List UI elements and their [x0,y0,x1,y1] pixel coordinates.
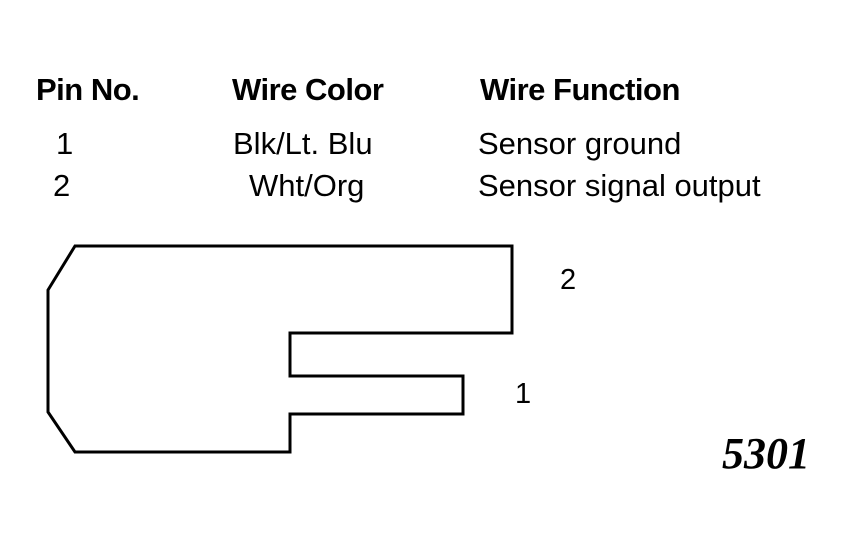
row2-pin: 2 [53,168,71,203]
connector-outline [46,244,514,454]
row1-wire-function: Sensor ground [478,126,682,161]
row1-wire-color: Blk/Lt. Blu [233,126,373,161]
row1-pin: 1 [56,126,74,161]
connector-pin-2-label: 2 [560,264,577,296]
header-wire-color: Wire Color [232,72,384,107]
connector-pin-1-label: 1 [515,378,532,410]
row2-wire-color: Wht/Org [249,168,365,203]
row2-wire-function: Sensor signal output [478,168,761,203]
header-pin-no: Pin No. [36,72,140,107]
header-wire-function: Wire Function [480,72,680,107]
figure-id: 5301 [722,429,810,478]
